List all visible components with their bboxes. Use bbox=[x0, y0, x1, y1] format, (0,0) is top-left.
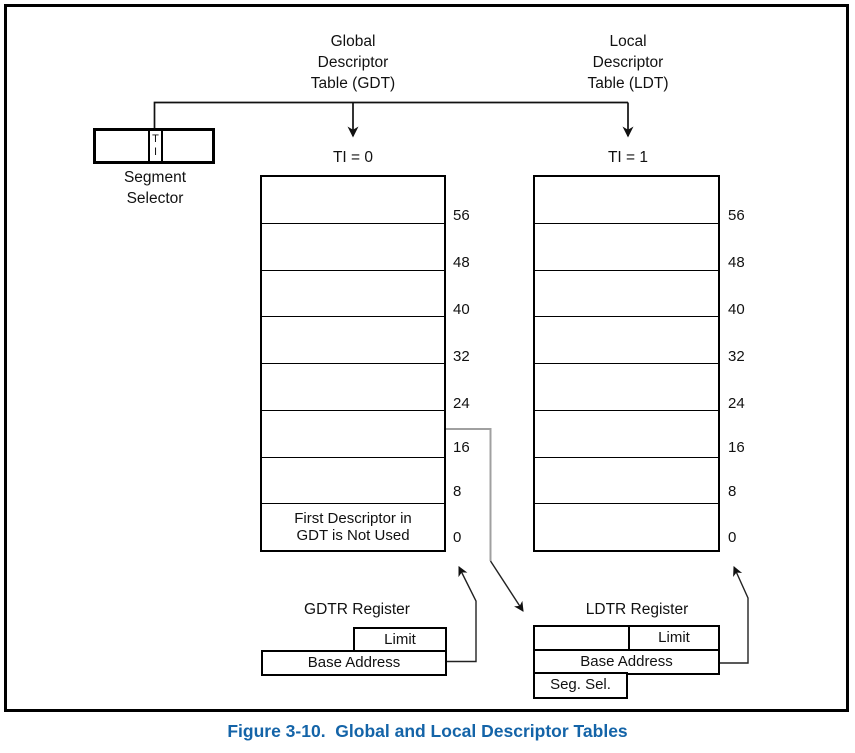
gdt-header-line: Global bbox=[330, 33, 376, 50]
ldtr-top-row: Limit bbox=[535, 627, 718, 651]
ldt-offset-label: 40 bbox=[728, 301, 745, 318]
gdtr-register-title: GDTR Register bbox=[304, 601, 410, 618]
gdtr-limit-field: Limit bbox=[353, 627, 447, 653]
gdt-table: First Descriptor in GDT is Not Used bbox=[260, 175, 446, 552]
ldt-header-line: Local bbox=[609, 33, 647, 50]
ldt-offset-label: 8 bbox=[728, 483, 737, 500]
gdt-row bbox=[262, 222, 444, 270]
ldt-row bbox=[535, 409, 718, 457]
ldt-row bbox=[535, 177, 718, 223]
gdt-row bbox=[262, 409, 444, 457]
ldt-row bbox=[535, 363, 718, 410]
gdt-offset-label: 24 bbox=[453, 395, 470, 412]
gdt-offset-label: 16 bbox=[453, 439, 470, 456]
gdt-ti-label: TI = 0 bbox=[332, 149, 374, 166]
gdt-offset-label: 8 bbox=[453, 483, 462, 500]
gdt-header-line: Descriptor bbox=[317, 54, 389, 71]
gdt-offset-label: 40 bbox=[453, 301, 470, 318]
ldtr-limit-field: Limit bbox=[628, 627, 718, 649]
ldt-row bbox=[535, 456, 718, 504]
ldt-offset-label: 0 bbox=[728, 529, 737, 546]
ldtr-base-address-field: Base Address bbox=[580, 653, 673, 670]
ldt-header-line: Table (LDT) bbox=[587, 75, 669, 92]
ldt-header: Local Descriptor Table (LDT) bbox=[548, 31, 708, 94]
ti-letter: T bbox=[152, 133, 159, 145]
gdt-row bbox=[262, 363, 444, 410]
segment-selector-label-line: Selector bbox=[126, 190, 184, 207]
ldt-header-line: Descriptor bbox=[592, 54, 664, 71]
gdt-offset-label: 48 bbox=[453, 254, 470, 271]
ldtr-segment-selector-field: Seg. Sel. bbox=[533, 672, 628, 699]
first-descriptor-note-line: First Descriptor in bbox=[294, 510, 412, 528]
ldt-row bbox=[535, 503, 718, 550]
ldt-offset-label: 56 bbox=[728, 207, 745, 224]
gdt-row bbox=[262, 269, 444, 317]
gdt-header-line: Table (GDT) bbox=[310, 75, 396, 92]
gdt-row-first-descriptor: First Descriptor in GDT is Not Used bbox=[262, 503, 444, 550]
first-descriptor-note-line: GDT is Not Used bbox=[296, 527, 410, 545]
gdt-offset-label: 56 bbox=[453, 207, 470, 224]
ldtr-register-title: LDTR Register bbox=[585, 601, 689, 618]
ldt-row bbox=[535, 316, 718, 363]
ldt-offset-label: 16 bbox=[728, 439, 745, 456]
gdt-header: Global Descriptor Table (GDT) bbox=[273, 31, 433, 94]
gdt-row bbox=[262, 177, 444, 223]
figure-border bbox=[4, 4, 849, 712]
ldt-ti-label: TI = 1 bbox=[607, 149, 649, 166]
segment-selector-label-line: Segment bbox=[123, 169, 187, 186]
ldt-row bbox=[535, 222, 718, 270]
ldt-offset-label: 48 bbox=[728, 254, 745, 271]
segment-selector-label: Segment Selector bbox=[90, 167, 220, 209]
gdt-row bbox=[262, 316, 444, 363]
ldt-table bbox=[533, 175, 720, 552]
ldt-offset-label: 32 bbox=[728, 348, 745, 365]
ti-bit-field: T I bbox=[148, 131, 163, 161]
gdt-offset-label: 32 bbox=[453, 348, 470, 365]
ti-letter: I bbox=[153, 146, 158, 158]
ldt-offset-label: 24 bbox=[728, 395, 745, 412]
gdt-row bbox=[262, 456, 444, 504]
ldtr-attributes-cell bbox=[535, 627, 628, 649]
figure-caption: Figure 3-10. Global and Local Descriptor… bbox=[227, 721, 628, 741]
gdtr-base-address-field: Base Address bbox=[261, 650, 447, 676]
ldt-row bbox=[535, 269, 718, 317]
ldtr-register-box: Limit Base Address bbox=[533, 625, 720, 675]
gdt-offset-label: 0 bbox=[453, 529, 462, 546]
segment-selector-box: T I bbox=[93, 128, 215, 164]
